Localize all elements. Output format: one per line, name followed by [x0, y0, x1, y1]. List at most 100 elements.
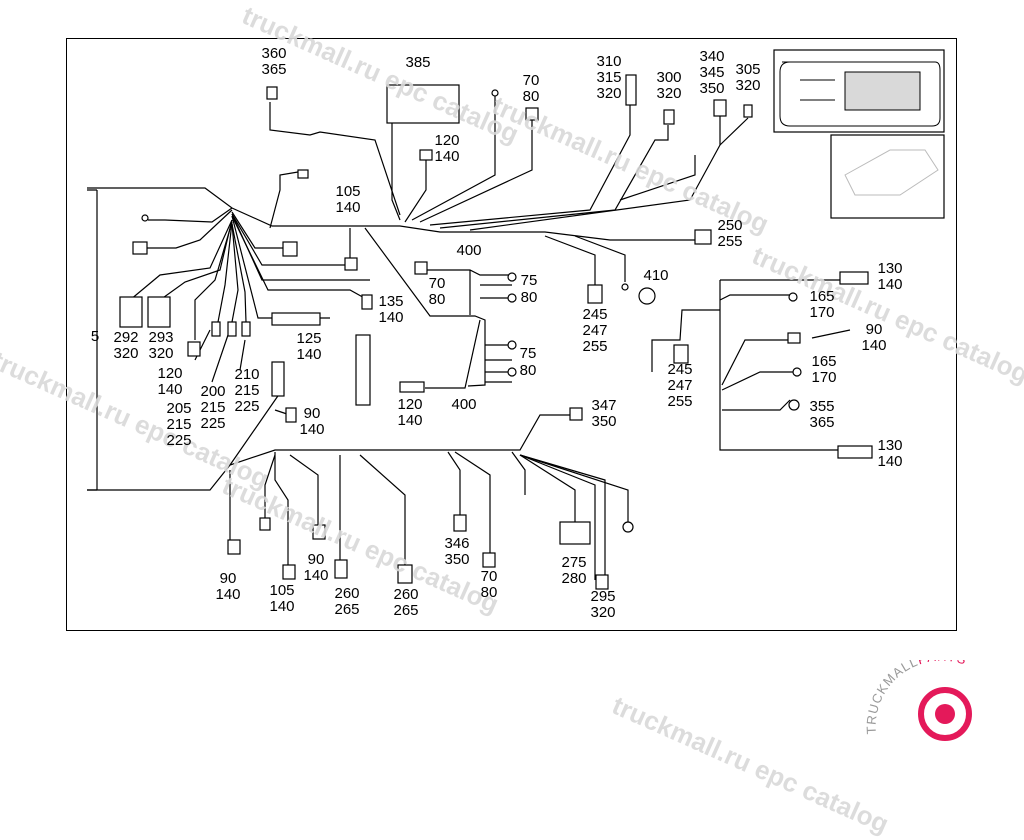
harness-upper-main [87, 187, 700, 241]
wire-to-400-cluster [420, 269, 512, 315]
wire-to-275 [519, 454, 576, 525]
connector-90-right [787, 332, 801, 344]
wire-to-245b [651, 309, 720, 372]
label-75b: 75 [519, 345, 537, 362]
wire-to-245a [544, 235, 596, 285]
label-250: 250 255 [717, 217, 743, 250]
label-105a: 105 140 [335, 183, 361, 216]
wire-to-mid-connector [619, 155, 696, 201]
label-130b: 130 140 [877, 437, 903, 470]
label-346: 346 350 [444, 535, 470, 568]
leader-lines [194, 329, 851, 383]
label-275: 275 280 [561, 554, 587, 587]
connector-70-lower [482, 552, 496, 568]
connector-260b [397, 564, 413, 584]
label-400b: 400 [451, 396, 477, 413]
wire-to-310 [429, 105, 631, 226]
wire-to-right-connector [519, 454, 629, 525]
label-355: 355 365 [809, 398, 835, 431]
label-200: 200 215 225 [200, 383, 226, 432]
label-340: 340 345 350 [699, 48, 725, 97]
harness-lower-main [87, 414, 570, 491]
harness-upper-branch-a [148, 207, 233, 223]
wire-to-300 [439, 125, 669, 229]
wire-to-385 [391, 122, 401, 221]
label-293: 293 320 [148, 329, 174, 362]
harness-upper-to-top [269, 171, 299, 229]
diagram-frame [66, 38, 957, 631]
wire-to-360 [269, 102, 401, 216]
truckmall-logo-block: TRUCKMALLPARTS [858, 660, 1018, 746]
connector-305 [743, 104, 753, 118]
label-125: 125 140 [296, 330, 322, 363]
label-5: 5 [90, 328, 100, 345]
label-120a: 120 140 [434, 132, 460, 165]
label-75a: 75 [520, 272, 538, 289]
wire-to-165a [719, 294, 790, 301]
connector-410 [638, 287, 656, 305]
connector-right-lower [622, 521, 634, 533]
label-410: 410 [643, 267, 669, 284]
connector-165b [792, 367, 802, 377]
connector-245a [587, 284, 603, 304]
label-305: 305 320 [735, 61, 761, 94]
label-400a: 400 [456, 242, 482, 259]
label-70c: 70 80 [480, 568, 498, 601]
label-90b: 90 140 [299, 405, 325, 438]
label-205: 205 215 225 [166, 400, 192, 449]
connector-130a [839, 271, 869, 285]
label-260a: 260 265 [334, 585, 360, 618]
wire-to-260b [359, 454, 406, 565]
connector-top-small [297, 169, 309, 179]
connector-360 [266, 86, 278, 100]
label-292: 292 320 [113, 329, 139, 362]
label-90d: 90 140 [303, 551, 329, 584]
harness-upper-to-293 [159, 219, 233, 301]
harness-upper-to-292 [129, 219, 233, 301]
connector-260a [334, 559, 348, 579]
connector-400-left [414, 261, 428, 275]
vehicle-topview-outline [779, 61, 941, 127]
connector-385 [386, 84, 460, 124]
connector-165a [788, 292, 798, 302]
label-245b: 245 247 255 [667, 361, 693, 410]
label-385: 385 [405, 54, 431, 71]
wire-to-295a [519, 454, 596, 580]
connector-80b [507, 367, 517, 377]
label-295: 295 320 [590, 588, 616, 621]
harness-upper-branch-d [231, 213, 345, 266]
label-120b: 120 140 [397, 396, 423, 429]
connector-90d [312, 524, 326, 540]
truckmall-logo [918, 687, 972, 741]
harness-right [719, 279, 840, 451]
label-135: 135 140 [378, 293, 404, 326]
connector-410-small [621, 283, 629, 291]
connector-left-b [282, 241, 298, 257]
label-80a: 80 [520, 289, 538, 306]
harness-upper-branch-f [231, 215, 330, 319]
label-210: 210 215 225 [234, 366, 260, 415]
connector-292 [119, 296, 143, 328]
harness-upper-to-120 [194, 221, 233, 340]
label-105b: 105 140 [269, 582, 295, 615]
connector-275 [559, 521, 591, 545]
harness-upper-branch-c [231, 211, 290, 249]
connector-300 [663, 109, 675, 125]
connector-left-a [132, 241, 148, 255]
label-165a: 165 170 [809, 288, 835, 321]
label-310: 310 315 320 [596, 53, 622, 102]
svg-text:TRUCKMALLPARTS: TRUCKMALLPARTS [864, 660, 969, 735]
connector-200 [227, 321, 237, 337]
connector-90c [227, 539, 241, 555]
connector-355 [788, 399, 800, 411]
connector-75b [507, 340, 517, 350]
wire-to-165b [721, 371, 795, 391]
harness-upper-branch-b [145, 209, 233, 249]
wire-to-400-lower [485, 344, 512, 383]
wire-to-295b [519, 454, 606, 580]
connector-135-body [355, 334, 371, 406]
wire-to-120-top [404, 160, 427, 223]
connector-310 [625, 74, 637, 106]
connector-250 [694, 229, 712, 245]
wire-to-340 [469, 115, 721, 231]
